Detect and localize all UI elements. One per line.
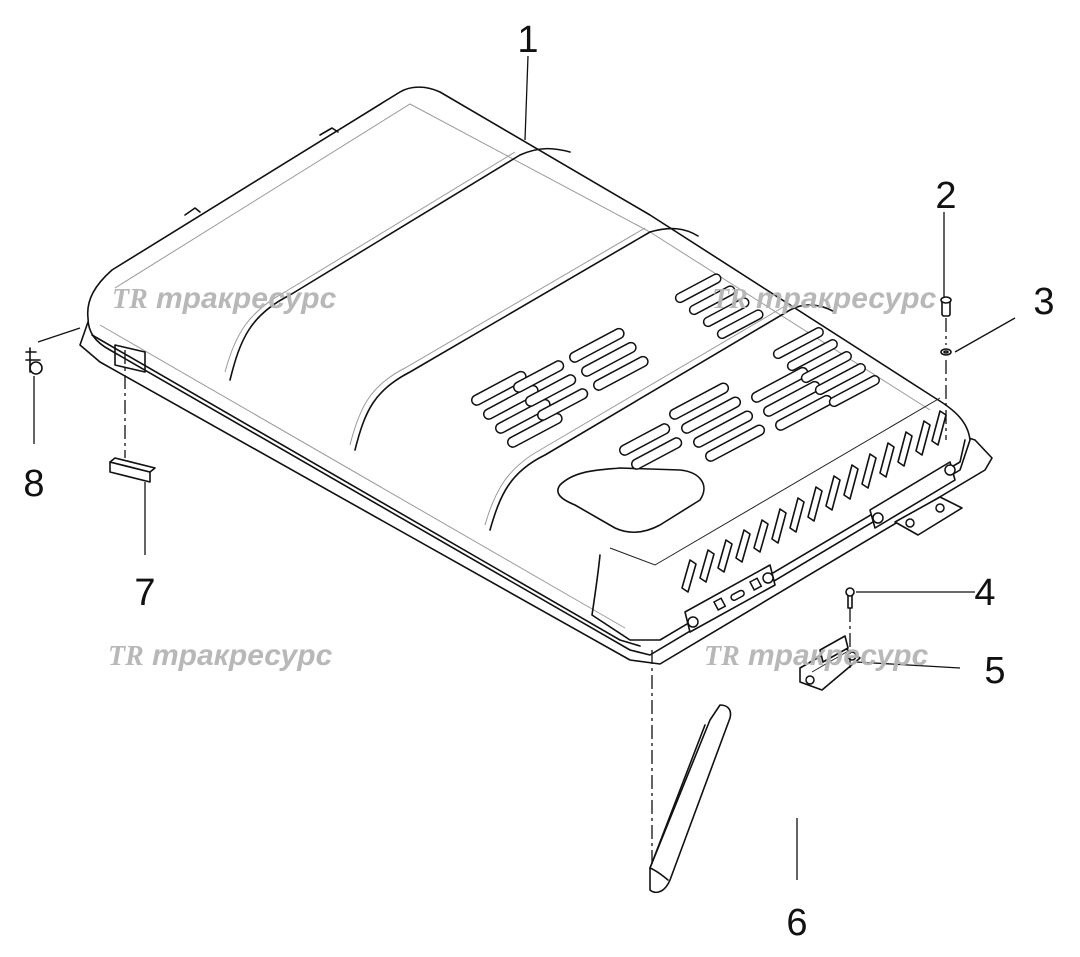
hatch-panel xyxy=(557,467,705,534)
vent-slots-b xyxy=(619,366,833,470)
clip-part-8 xyxy=(25,347,43,375)
svg-text:тракресурс: тракресурс xyxy=(756,282,937,315)
hinge-part-5 xyxy=(799,635,861,691)
watermark-1: TR тракресурс xyxy=(112,282,337,315)
housing-front-lip xyxy=(91,334,641,647)
callout-2: 2 xyxy=(935,175,956,217)
callout-3: 3 xyxy=(1033,281,1054,323)
watermarks: TR тракресурс TR тракресурс TR тракресур… xyxy=(108,282,937,672)
leader-lines xyxy=(33,55,1016,880)
callout-8: 8 xyxy=(23,463,44,505)
housing-right-face xyxy=(591,439,966,641)
bolt-part-2 xyxy=(940,296,952,317)
svg-text:TR: TR xyxy=(712,284,748,315)
rib-ridge-3 xyxy=(489,304,836,531)
vent-slots-a xyxy=(471,327,649,448)
rib-ridge-2 xyxy=(354,227,699,451)
housing-top-inner-edge xyxy=(114,103,931,411)
callout-6: 6 xyxy=(786,902,807,944)
washer-part-3 xyxy=(940,348,952,356)
housing-right-face-top-edge xyxy=(609,397,941,566)
svg-text:тракресурс: тракресурс xyxy=(152,639,333,672)
callout-labels: 1 2 3 4 5 6 7 8 xyxy=(23,19,1054,944)
mount-plate-right xyxy=(869,461,956,529)
svg-text:TR: TR xyxy=(108,641,144,672)
callout-5: 5 xyxy=(984,650,1005,692)
screw-part-4 xyxy=(845,587,855,609)
watermark-3: TR тракресурс xyxy=(108,639,333,672)
rib-ridge-1 xyxy=(229,147,571,381)
svg-text:тракресурс: тракресурс xyxy=(748,639,929,672)
watermark-4: TR тракресурс xyxy=(704,639,929,672)
housing-cover xyxy=(79,86,993,665)
watermark-2: TR тракресурс xyxy=(712,282,937,315)
housing-front-lip-inner xyxy=(99,324,626,629)
seal-strip-part-6 xyxy=(649,704,732,894)
svg-text:тракресурс: тракресурс xyxy=(156,282,337,315)
callout-1: 1 xyxy=(517,19,538,61)
vent-slots-c xyxy=(674,273,880,408)
side-fins xyxy=(681,410,947,593)
callout-4: 4 xyxy=(974,572,995,614)
callout-7: 7 xyxy=(134,572,155,614)
housing-top-outline xyxy=(86,86,971,656)
hinge-rear xyxy=(894,496,963,536)
bracket-part-7 xyxy=(109,457,156,483)
svg-text:TR: TR xyxy=(112,284,148,315)
svg-text:TR: TR xyxy=(704,641,740,672)
